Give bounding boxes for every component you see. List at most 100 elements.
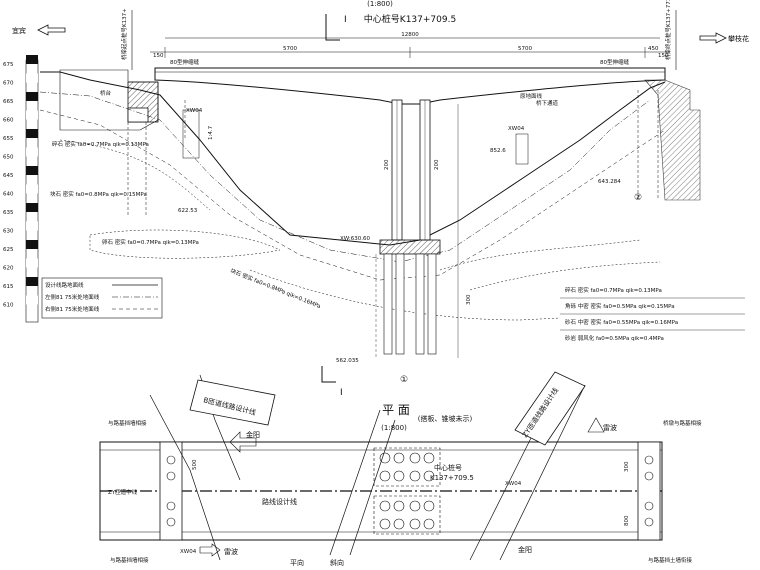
pier-cap-elev: XW:630.60 xyxy=(340,236,370,242)
elevation-tick-block xyxy=(26,203,38,212)
legend-item-2: 左侧81 75米处地面线 xyxy=(45,293,100,301)
plan-left-top-label: 与路基挡墙相接 xyxy=(108,419,147,427)
elevation-tick-block xyxy=(26,295,38,305)
arrow-leibo-top-icon xyxy=(587,417,605,433)
soil-left-2: 块石 密实 fa0=0.8MPa qik=0.15MPa xyxy=(50,190,147,198)
to-jinyang-bottom: 金阳 xyxy=(518,545,532,554)
left-abutment-stake: 桥梁起点桩号K137+ xyxy=(120,8,128,60)
to-leibo-top: 雷波 xyxy=(603,423,617,432)
elevation-tick-block xyxy=(26,129,38,138)
elevation-tick-block xyxy=(26,110,38,120)
pile-circle xyxy=(379,518,391,530)
pile-circle xyxy=(409,470,421,482)
borehole-right: XW04 xyxy=(508,126,525,132)
pile-circle xyxy=(423,518,435,530)
plan-xw-mid: XW04 xyxy=(505,481,522,487)
dir-left-arrow: 宜宾 xyxy=(12,24,66,36)
plan-scale: (1:800) xyxy=(381,424,407,432)
elevation-tick-label: 665 xyxy=(3,99,14,105)
legend: 设计线路地面线 左侧81 75米处地面线 右侧81 75米处地面线 xyxy=(41,277,163,319)
pile-circle xyxy=(393,452,405,464)
pile-circle xyxy=(393,518,405,530)
elevation-tick-label: 625 xyxy=(3,247,14,253)
plan-dim-right: 300 xyxy=(624,461,630,472)
arrow-right-icon xyxy=(699,32,727,44)
pile-circle xyxy=(409,500,421,512)
right-borehole: XW04 852.6 643.284 ② xyxy=(490,90,659,203)
expansion-joint-right: 80型伸缩缝 xyxy=(600,58,629,66)
dir-left-label: 宜宾 xyxy=(12,26,26,35)
elevation-tick-block xyxy=(26,55,38,64)
soil-left-1: 碎石 密实 fa0=0.7MPa qik=0.13MPa xyxy=(52,140,149,148)
dimension-total: 12800 xyxy=(165,32,660,39)
elevation-tick-block xyxy=(26,92,38,101)
section-mark-bottom-label: I xyxy=(340,388,343,398)
abutment-pile-circle xyxy=(644,455,654,465)
plan-piles-top xyxy=(373,447,441,487)
elevation-center-stake: 中心桩号K137+709.5 xyxy=(364,13,456,25)
pile-circle xyxy=(409,518,421,530)
elevation-tick-label: 645 xyxy=(3,173,14,179)
plan-ping-xiang: 平向 xyxy=(290,558,304,567)
plan-xw-bottom: XW04 xyxy=(180,549,197,555)
pile-circle xyxy=(423,470,435,482)
pile-circle xyxy=(423,452,435,464)
pier-number: ① xyxy=(400,375,408,385)
elevation-tick-label: 630 xyxy=(3,229,14,235)
elevation-tick-block xyxy=(26,166,38,175)
borehole-left: XW04 xyxy=(186,108,203,114)
dim-end-right: 150 xyxy=(658,53,669,59)
soil-right-box: 碎石 密实 fa0=0.7MPa qik=0.13MPa 角砾 中密 密实 fa… xyxy=(560,284,745,352)
elevation-scale: (1:800) xyxy=(367,0,393,8)
abutment-pile-circle xyxy=(644,471,654,481)
elevation-tick-block xyxy=(26,240,38,249)
legend-item-3: 右侧81 75米处地面线 xyxy=(45,305,100,313)
right-abutment xyxy=(644,79,701,201)
elevation-tick-label: 660 xyxy=(3,118,14,124)
plan-title: 平 面 xyxy=(382,403,410,417)
abutment-pile-circle xyxy=(166,517,176,527)
ground-line-label: 原地面线 xyxy=(520,92,543,100)
plan-left-bottom-label: 与路基挡墙相接 xyxy=(110,556,149,564)
abutment-number: ② xyxy=(634,193,642,203)
plan-view: 平 面 (搭板、锥坡未示) (1:800) 路线设计线 ZY匝道中线 中心桩号 … xyxy=(99,371,702,567)
elevation-view: (1:800) 中心桩号K137+709.5 I 宜宾 攀枝花 桥梁起点桩号K1… xyxy=(3,0,749,398)
section-mark-top-label: I xyxy=(344,15,347,25)
legend-item-1: 设计线路地面线 xyxy=(45,281,84,289)
expansion-joint-left: 80型伸缩缝 xyxy=(170,58,199,66)
soil-right-2: 角砾 中密 密实 fa0=0.5MPa qik=0.15MPa xyxy=(565,302,675,310)
elevation-tick-label: 610 xyxy=(3,303,14,309)
arrow-left-icon xyxy=(37,24,66,36)
pile-circle xyxy=(423,500,435,512)
dir-right-arrow: 攀枝花 xyxy=(699,32,749,44)
elevation-tick-block xyxy=(26,73,38,83)
section-mark-top: I xyxy=(325,14,347,41)
left-ground-elev: 622.53 xyxy=(178,208,198,214)
soil-right-1: 碎石 密实 fa0=0.7MPa qik=0.13MPa xyxy=(565,286,662,294)
plan-center-stake: K137+709.5 xyxy=(430,474,474,482)
elevation-tick-block xyxy=(26,184,38,194)
plan-dim-vert: 800 xyxy=(624,515,630,526)
abutment-pile-circle xyxy=(166,471,176,481)
slope-right: 852.6 xyxy=(490,148,506,154)
dim-gap-right: 450 xyxy=(648,46,659,52)
elevation-tick-label: 635 xyxy=(3,210,14,216)
left-abutment-label: 桥台 xyxy=(100,89,112,97)
abut-elev-right: 643.284 xyxy=(598,179,621,185)
right-abutment-stake: 桥梁终点桩号K137+771 xyxy=(664,0,672,60)
to-leibo-bottom: 雷波 xyxy=(224,547,238,556)
dim-total-label: 12800 xyxy=(401,32,419,38)
pier-width: 200 xyxy=(384,159,390,170)
pier: 200 200 XW:630.60 562.035 300 ① xyxy=(336,99,472,385)
plan-right-top-label: 桥墩与路基相接 xyxy=(663,419,702,427)
elevation-tick-label: 670 xyxy=(3,81,14,87)
left-crossing-road: B匝道线路设计线 金阳 xyxy=(149,374,276,561)
pile-length: 300 xyxy=(466,294,472,305)
elevation-tick-block xyxy=(26,221,38,231)
section-mark-bottom: I xyxy=(321,366,343,398)
pile-circle xyxy=(393,470,405,482)
elevation-tick-block xyxy=(26,277,38,286)
elevation-tick-block xyxy=(26,258,38,268)
elevation-tick-label: 640 xyxy=(3,192,14,198)
